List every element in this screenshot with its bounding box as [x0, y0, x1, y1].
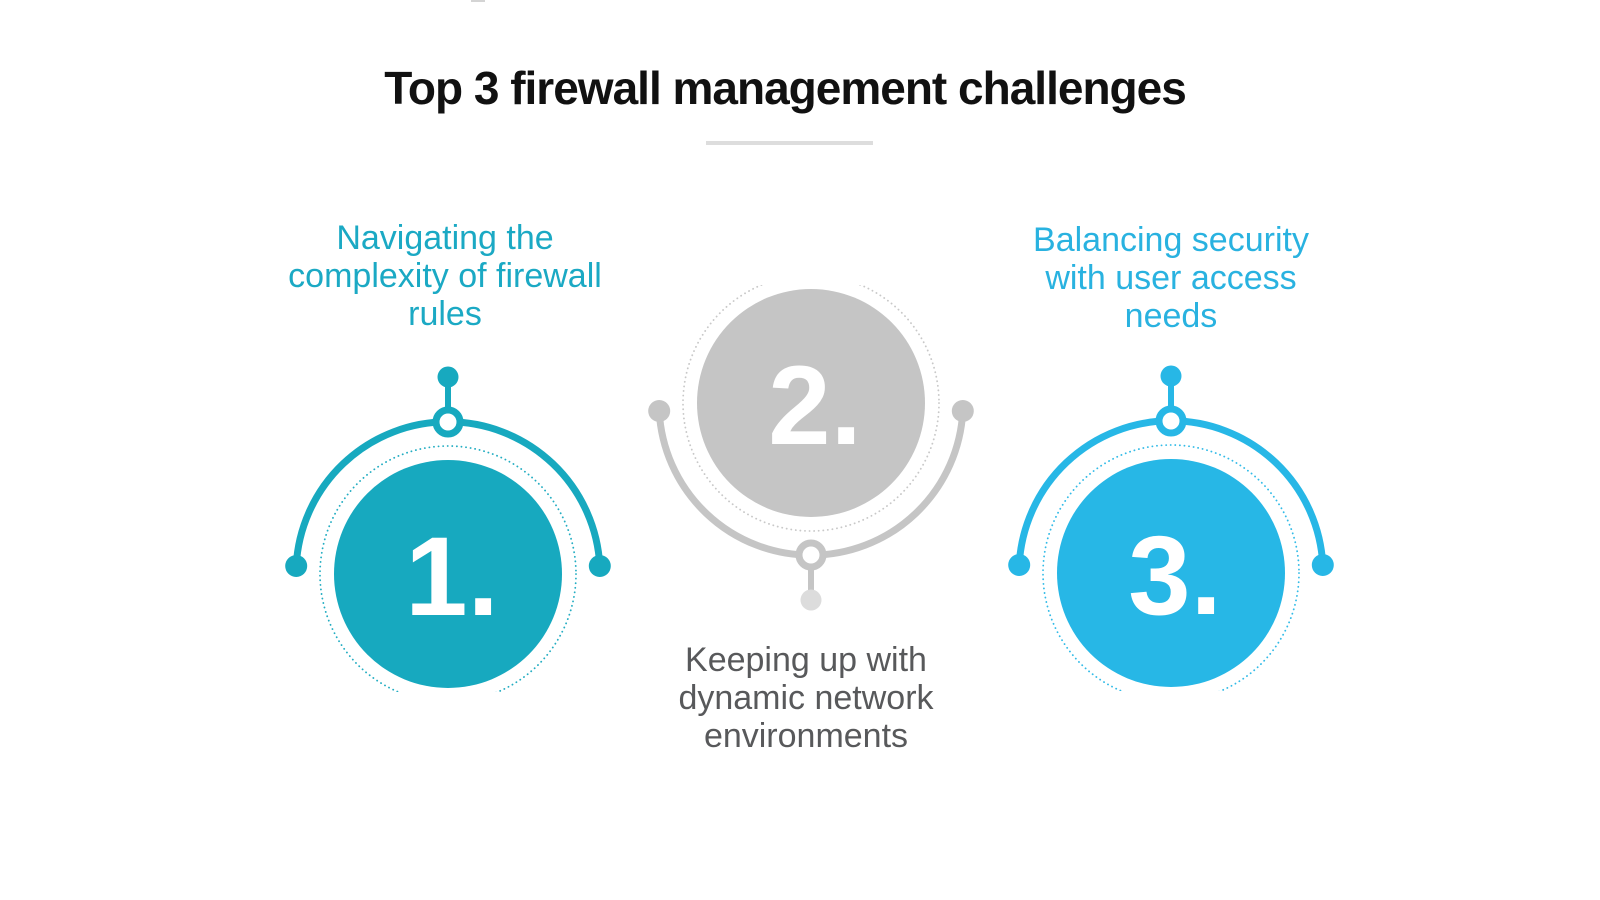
challenge-2-label: Keeping up with dynamic network environm… — [606, 641, 1006, 755]
dotted-ring — [1042, 444, 1300, 691]
arc-end-dot-right — [1311, 554, 1334, 576]
challenge-1-label-line: Navigating the — [336, 219, 554, 257]
challenge-3-label: Balancing security with user access need… — [971, 221, 1371, 335]
number-label: 2. — [768, 343, 861, 468]
challenge-3-label-line: with user access — [1045, 259, 1297, 297]
challenge-1-graphic: 1. — [285, 366, 611, 692]
arc-end-dot-left — [1008, 554, 1031, 576]
challenge-3-label-line: Balancing security — [1033, 221, 1309, 259]
challenge-3-graphic: 3. — [1008, 365, 1334, 691]
connector-ring — [1155, 405, 1187, 437]
number-label: 3. — [1128, 513, 1221, 638]
challenge-2-label-line: Keeping up with — [685, 641, 927, 679]
arc-end-dot-left — [285, 555, 308, 577]
arc-end-dot-left — [648, 400, 671, 422]
challenge-2-label-line: dynamic network — [678, 679, 934, 717]
arc-end-dot-right — [588, 555, 611, 577]
connector-dot — [800, 589, 822, 611]
number-circle — [334, 460, 562, 688]
number-circle — [697, 289, 925, 517]
challenge-1-label-line: complexity of firewall — [288, 257, 602, 295]
connector-ring — [432, 406, 464, 438]
challenge-1-label-line: rules — [408, 295, 482, 333]
number-circle — [1057, 459, 1285, 687]
edge-artifact — [471, 0, 485, 2]
challenge-2-label-line: environments — [703, 717, 909, 755]
arc-end-dot-right — [951, 400, 974, 422]
page-title: Top 3 firewall management challenges — [384, 62, 1187, 114]
challenge-2-graphic: 2. — [648, 285, 974, 611]
dotted-ring — [682, 285, 940, 532]
connector-dot — [437, 366, 459, 388]
challenge-1-label: Navigating the complexity of firewall ru… — [245, 219, 645, 333]
dotted-ring — [319, 445, 577, 692]
connector-ring — [795, 539, 827, 571]
challenge-3-label-line: needs — [1124, 297, 1218, 335]
number-label: 1. — [405, 514, 498, 639]
title-divider — [706, 141, 873, 145]
connector-dot — [1160, 365, 1182, 387]
